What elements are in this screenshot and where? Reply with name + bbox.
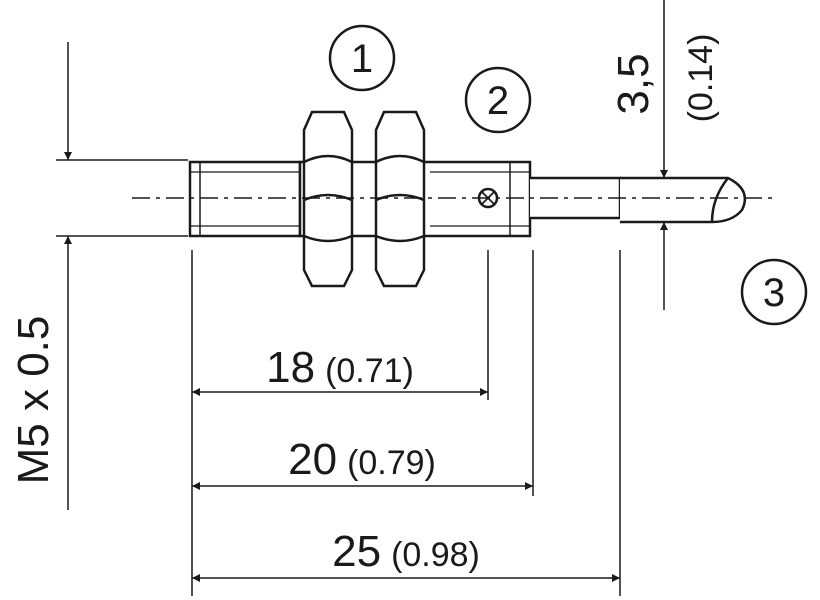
callout-circle-2 — [464, 66, 532, 134]
dimension-label-18: 18(0.71) — [266, 343, 414, 392]
callout-number-2: 2 — [487, 79, 509, 123]
thread-dimension — [56, 42, 188, 510]
callout-number-1: 1 — [351, 37, 373, 81]
threaded-body — [188, 160, 302, 238]
hex-nut-right — [374, 110, 426, 288]
extension-lines — [191, 250, 621, 596]
callout-number-3: 3 — [763, 271, 785, 315]
cable-diameter-value: 3,5 — [609, 53, 658, 114]
hex-nut-left — [302, 110, 354, 288]
dimension-label-25: 25(0.98) — [332, 527, 480, 576]
dimension-label-20: 20(0.79) — [288, 435, 436, 484]
callout-circle-1 — [328, 24, 396, 92]
cable — [530, 176, 747, 224]
callout-circle-3 — [740, 258, 808, 326]
thread-label: M5 x 0.5 — [9, 316, 58, 485]
cable-diameter-inch: (0.14) — [682, 34, 720, 123]
